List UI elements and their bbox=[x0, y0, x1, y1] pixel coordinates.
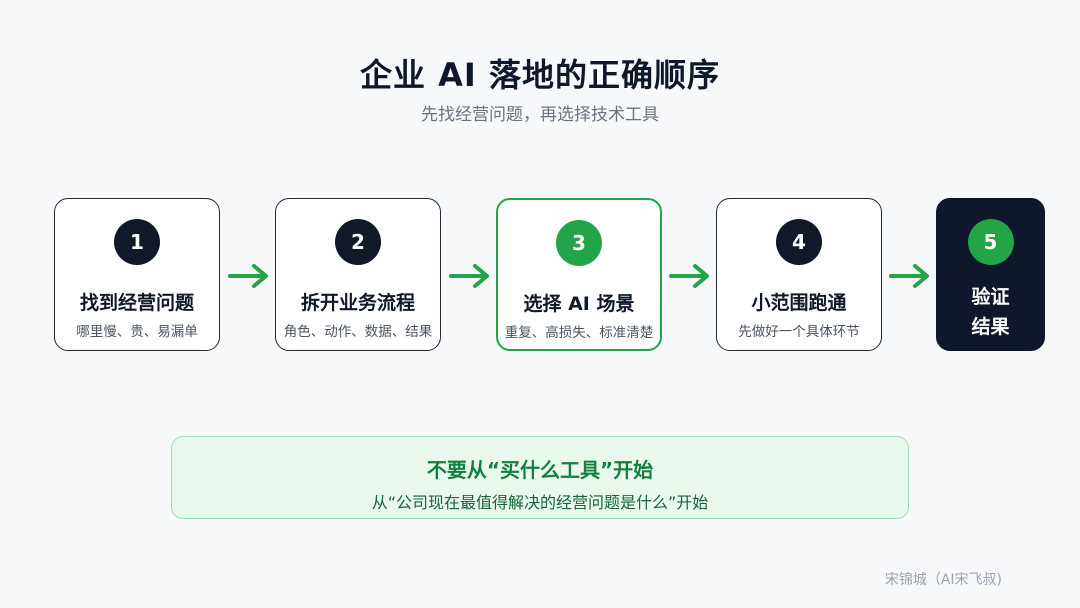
step-description: 角色、动作、数据、结果 bbox=[283, 324, 433, 340]
step-title: 小范围跑通 bbox=[751, 292, 847, 314]
page-title: 企业 AI 落地的正确顺序 bbox=[360, 56, 720, 94]
step-card-4: 4 小范围跑通 先做好一个具体环节 bbox=[716, 198, 882, 351]
callout-box: 不要从“买什么工具”开始 从“公司现在最值得解决的经营问题是什么”开始 bbox=[171, 436, 909, 519]
step-number-badge: 3 bbox=[556, 220, 602, 266]
step-title: 找到经营问题 bbox=[79, 292, 194, 314]
step-title: 拆开业务流程 bbox=[300, 292, 415, 314]
step-description: 重复、高损失、标准清楚 bbox=[504, 325, 654, 341]
step-number-badge: 5 bbox=[967, 219, 1014, 265]
author-credit: 宋锦城（AI宋飞叔) bbox=[884, 572, 1002, 588]
step-title-line-1: 验证 bbox=[971, 286, 1010, 308]
step-description: 哪里慢、贵、易漏单 bbox=[76, 324, 198, 340]
right-arrow-icon bbox=[889, 264, 929, 288]
step-card-2: 2 拆开业务流程 角色、动作、数据、结果 bbox=[275, 198, 441, 351]
step-card-1: 1 找到经营问题 哪里慢、贵、易漏单 bbox=[54, 198, 220, 351]
process-flow: 1 找到经营问题 哪里慢、贵、易漏单 2 拆开业务流程 角色、动作、数据、结果 … bbox=[0, 198, 1080, 353]
step-number-badge: 1 bbox=[114, 219, 160, 265]
callout-title: 不要从“买什么工具”开始 bbox=[426, 458, 654, 482]
step-number-badge: 2 bbox=[335, 219, 381, 265]
step-title: 选择 AI 场景 bbox=[523, 293, 635, 315]
callout-description: 从“公司现在最值得解决的经营问题是什么”开始 bbox=[371, 493, 709, 512]
step-title: 验证 结果 bbox=[937, 282, 1044, 342]
right-arrow-icon bbox=[669, 264, 709, 288]
step-card-5: 5 验证 结果 bbox=[936, 198, 1045, 351]
step-card-3: 3 选择 AI 场景 重复、高损失、标准清楚 bbox=[496, 198, 662, 351]
step-description: 先做好一个具体环节 bbox=[738, 324, 860, 340]
right-arrow-icon bbox=[449, 264, 489, 288]
page-subtitle: 先找经营问题，再选择技术工具 bbox=[421, 105, 659, 125]
step-number-badge: 4 bbox=[776, 219, 822, 265]
step-title-line-2: 结果 bbox=[971, 316, 1010, 338]
right-arrow-icon bbox=[228, 264, 268, 288]
